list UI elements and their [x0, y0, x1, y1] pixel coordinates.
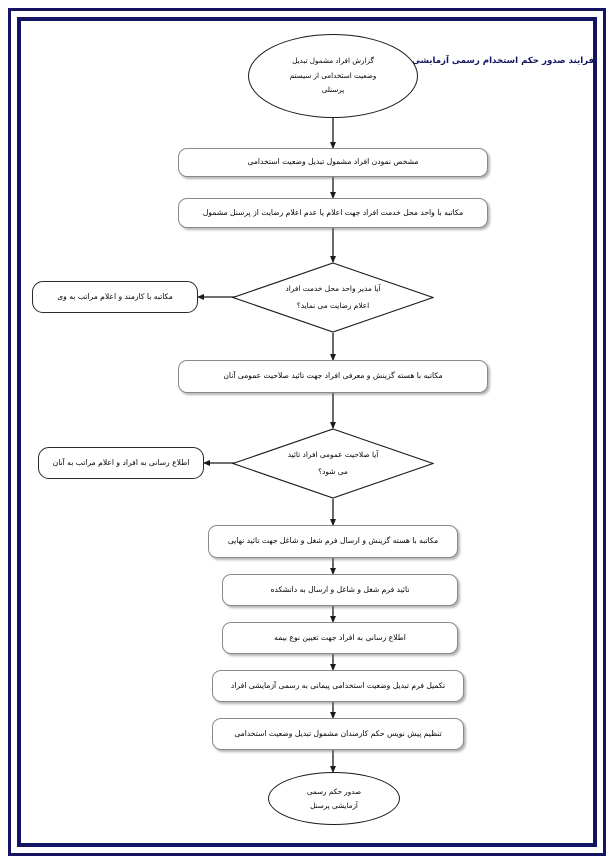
node-d1-line-2: اعلام رضایت می نماید؟: [296, 300, 370, 310]
node-p4-text: مکاتبه با هسته گزینش و ارسال فرم شغل و ش…: [227, 536, 439, 546]
node-s2-text: اطلاع رسانی به افراد و اعلام مراتب به آن…: [52, 457, 190, 467]
node-notify-employee: مکاتبه با کارمند و اعلام مراتب به وی: [32, 281, 198, 313]
node-decision-general-qualification: آیا صلاحیت عمومی افراد تائید می شود؟: [232, 428, 434, 499]
node-start-line-3: پرسنلی: [321, 85, 345, 95]
node-p2-text: مکاتبه با واحد محل خدمت افراد جهت اعلام …: [202, 207, 464, 217]
node-decision-manager-satisfaction: آیا مدیر واحد محل خدمت افراد اعلام رضایت…: [232, 262, 434, 333]
node-start-terminator: گزارش افراد مشمول تبدیل وضعیت استخدامی ا…: [248, 34, 418, 118]
node-inform-insurance-type: اطلاع رسانی به افراد جهت تعیین نوع بیمه: [222, 622, 458, 654]
node-start-line-2: وضعیت استخدامی از سیستم: [289, 70, 377, 80]
node-p3-text: مکاتبه با هسته گزینش و معرفی افراد جهت ت…: [223, 371, 443, 381]
node-p6-text: اطلاع رسانی به افراد جهت تعیین نوع بیمه: [274, 632, 406, 642]
node-complete-conversion-form: تکمیل فرم تبدیل وضعیت استخدامی پیمانی به…: [212, 670, 464, 702]
decision-diamond-shape: [232, 428, 434, 499]
node-p5-text: تائید فرم شغل و شاغل و ارسال به دانشکده: [270, 584, 410, 594]
node-d2-text-block: آیا صلاحیت عمومی افراد تائید می شود؟: [232, 428, 434, 499]
node-draft-decree: تنظیم پیش نویس حکم کارمندان مشمول تبدیل …: [212, 718, 464, 750]
node-identify-eligible-staff: مشخص نمودن افراد مشمول تبدیل وضعیت استخد…: [178, 148, 488, 177]
node-p7-text: تکمیل فرم تبدیل وضعیت استخدامی پیمانی به…: [230, 680, 446, 690]
node-p1-text: مشخص نمودن افراد مشمول تبدیل وضعیت استخد…: [247, 157, 419, 167]
node-d1-text-block: آیا مدیر واحد محل خدمت افراد اعلام رضایت…: [232, 262, 434, 333]
node-correspond-selection-core: مکاتبه با هسته گزینش و معرفی افراد جهت ت…: [178, 360, 488, 393]
node-s1-text: مکاتبه با کارمند و اعلام مراتب به وی: [57, 291, 173, 301]
node-end-line-1: صدور حکم رسمی: [306, 786, 362, 796]
node-end-line-2: آزمایشی پرسنل: [310, 800, 358, 810]
node-approve-job-forms: تائید فرم شغل و شاغل و ارسال به دانشکده: [222, 574, 458, 606]
node-p8-text: تنظیم پیش نویس حکم کارمندان مشمول تبدیل …: [234, 728, 442, 738]
node-d2-line-2: می شود؟: [318, 466, 348, 476]
node-inform-individuals: اطلاع رسانی به افراد و اعلام مراتب به آن…: [38, 447, 204, 479]
node-d2-line-1: آیا صلاحیت عمومی افراد تائید: [287, 450, 379, 460]
diagram-title: فرایند صدور حکم استخدام رسمی آزمایشی: [411, 56, 595, 66]
node-end-terminator: صدور حکم رسمی آزمایشی پرسنل: [268, 772, 400, 825]
decision-diamond-shape: [232, 262, 434, 333]
node-start-line-1: گزارش افراد مشمول تبدیل: [292, 56, 374, 66]
node-send-job-forms: مکاتبه با هسته گزینش و ارسال فرم شغل و ش…: [208, 525, 458, 558]
node-correspond-service-unit: مکاتبه با واحد محل خدمت افراد جهت اعلام …: [178, 198, 488, 228]
node-d1-line-1: آیا مدیر واحد محل خدمت افراد: [285, 284, 381, 294]
